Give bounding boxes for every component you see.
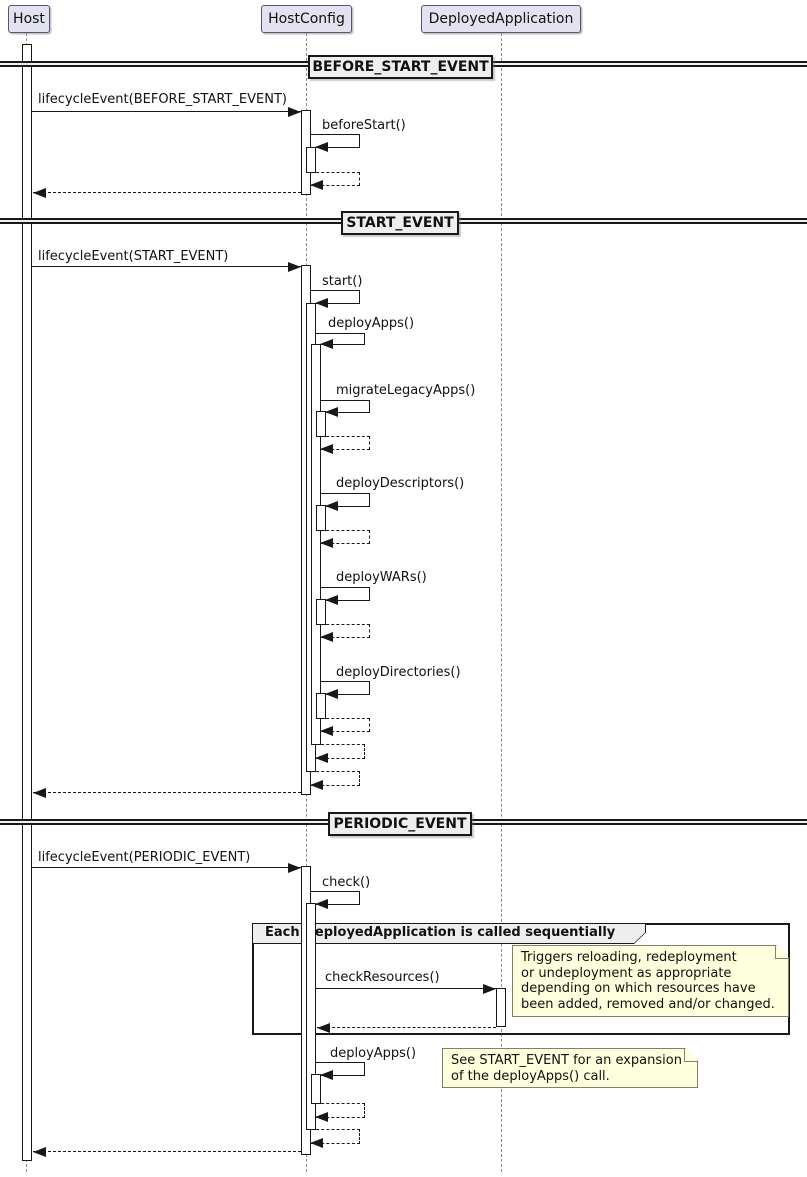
hostconfig-activation [316,693,326,719]
arrowhead [320,339,333,349]
selfcall-deploy-apps-periodic [316,1062,365,1080]
divider-periodic-event: PERIODIC_EVENT [328,812,472,836]
group-header-shape [252,923,646,944]
selfreturn-start [310,771,360,790]
msg-start-label: start() [322,274,363,289]
arrowhead [325,501,338,511]
hostconfig-activation [316,411,326,437]
msg-lifecycle-before-start-label: lifecycleEvent(BEFORE_START_EVENT) [38,92,287,107]
selfcall-deploy-wars [321,587,370,605]
hostconfig-activation [316,599,326,625]
selfcall-deploy-descriptors [321,493,370,511]
arrowhead [320,444,333,454]
arrowhead [325,689,338,699]
participant-host: Host [8,5,50,33]
arrowhead [317,1023,330,1033]
selfreturn-deploy-apps [315,744,365,763]
msg-lifecycle-periodic-label: lifecycleEvent(PERIODIC_EVENT) [38,850,251,865]
selfcall-deploy-directories [321,681,370,699]
selfreturn-deploy-wars [320,624,370,642]
arrowhead [33,188,46,198]
deployedapplication-activation [496,988,506,1027]
deployedapplication-lifeline [501,33,502,1172]
selfreturn-deploy-directories [320,718,370,736]
divider-before-start-event: BEFORE_START_EVENT [308,55,493,79]
selfcall-check [311,891,360,909]
arrowhead [310,180,323,190]
participant-deployedapplication: DeployedApplication [421,5,581,33]
arrowhead [325,407,338,417]
divider-start-event: START_EVENT [341,211,459,235]
note-text: Triggers reloading, redeployment or unde… [521,950,775,1012]
note-deploy-apps: See START_EVENT for an expansion of the … [442,1048,698,1088]
msg-check-label: check() [322,875,371,890]
msg-deploy-wars-label: deployWARs() [336,570,427,585]
msg-migrate-legacy-apps-label: migrateLegacyApps() [336,383,476,398]
group-title: Each DeployedApplication is called seque… [265,925,616,940]
arrowhead [288,107,301,117]
arrowhead [315,753,328,763]
note-check-resources: Triggers reloading, redeployment or unde… [512,945,789,1017]
selfreturn-deploy-apps-periodic [315,1103,365,1122]
selfreturn-deploy-descriptors [320,530,370,548]
arrowhead [320,726,333,736]
arrowhead [483,984,496,994]
host-activation [22,44,32,1161]
note-text: See START_EVENT for an expansion of the … [451,1053,682,1084]
arrowhead [288,863,301,873]
return-to-host-3 [33,1147,301,1157]
arrowhead [325,595,338,605]
hostconfig-activation [306,147,316,173]
return-check-resources [317,1023,496,1033]
arrowhead [320,1070,333,1080]
msg-before-start-label: beforeStart() [322,118,406,133]
selfcall-deploy-apps [316,333,365,349]
return-to-host-1 [33,188,301,198]
arrowhead [315,899,328,909]
arrowhead [33,1147,46,1157]
msg-deploy-descriptors-label: deployDescriptors() [336,476,465,491]
selfcall-before-start [311,134,360,152]
arrowhead [315,142,328,152]
arrowhead [320,632,333,642]
arrowhead [320,538,333,548]
hostconfig-activation [316,505,326,531]
selfcall-start [311,290,360,308]
msg-lifecycle-before-start-arrow [32,107,301,117]
selfreturn-check [310,1129,360,1148]
msg-deploy-apps-label: deployApps() [328,316,415,331]
return-to-host-2 [33,788,301,798]
group-header: Each DeployedApplication is called seque… [252,923,646,944]
msg-check-resources-arrow [316,984,496,994]
arrowhead [33,788,46,798]
selfcall-migrate-legacy-apps [321,400,370,417]
arrowhead [315,1112,328,1122]
msg-lifecycle-start-label: lifecycleEvent(START_EVENT) [38,249,229,264]
hostconfig-activation [306,903,316,1130]
arrowhead [315,298,328,308]
hostconfig-activation [311,1074,321,1104]
msg-check-resources-label: checkResources() [325,970,440,985]
msg-lifecycle-start-arrow [32,262,301,272]
hostconfig-activation [311,344,321,745]
arrowhead [310,1138,323,1148]
msg-deploy-directories-label: deployDirectories() [336,665,461,680]
arrowhead [310,780,323,790]
selfreturn-before-start [310,172,360,190]
selfreturn-migrate-legacy-apps [320,436,370,454]
arrowhead [288,262,301,272]
msg-deploy-apps-periodic-label: deployApps() [330,1046,417,1061]
participant-hostconfig: HostConfig [261,5,352,33]
msg-lifecycle-periodic-arrow [32,863,301,873]
